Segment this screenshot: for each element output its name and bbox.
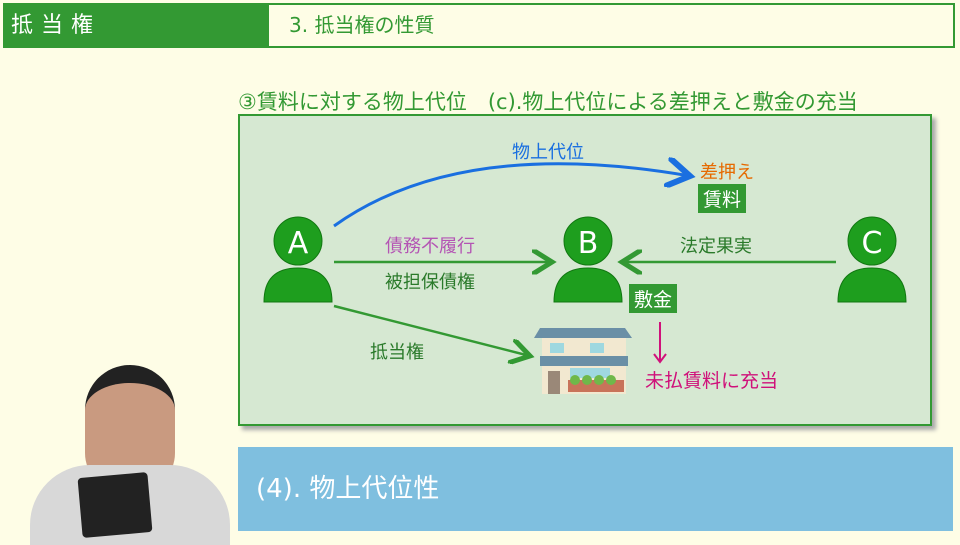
- person-icon-a: [263, 216, 333, 303]
- rent-box: 賃料: [698, 184, 747, 213]
- person-b-letter: B: [578, 226, 599, 261]
- legal-fruit-label: 法定果実: [680, 236, 752, 257]
- slide-title: 3. 抵当権の性質: [269, 3, 955, 48]
- presenter-video: [30, 360, 230, 545]
- diagram-arrows: A B C: [263, 116, 907, 394]
- subrogation-label: 物上代位: [512, 142, 584, 163]
- person-a-letter: A: [288, 226, 309, 261]
- secured-claim-label: 被担保債権: [385, 272, 475, 293]
- seizure-label: 差押え: [700, 162, 754, 183]
- house-icon: [534, 328, 632, 394]
- section-label: 抵当権: [3, 3, 269, 48]
- subrogation-arrow: [333, 164, 690, 228]
- person-icon-b: [553, 216, 623, 303]
- default-label: 債務不履行: [385, 236, 475, 257]
- applied-label: 未払賃料に充当: [645, 370, 779, 392]
- mortgage-label: 抵当権: [370, 342, 424, 363]
- deposit-box: 敷金: [629, 284, 678, 313]
- person-c-letter: C: [862, 226, 883, 261]
- mortgage-arrow: [333, 304, 530, 356]
- diagram-panel: A B C 物上代位 差押え 賃料 債務不履行 被担保債権 法定果実 抵当権 敷…: [238, 114, 932, 426]
- person-icon-c: [837, 216, 907, 303]
- person-icons: [263, 216, 907, 303]
- next-section-banner: (4). 物上代位性: [238, 447, 953, 531]
- slide-subtitle: ③賃料に対する物上代位 (c).物上代位による差押えと敷金の充当: [238, 90, 858, 114]
